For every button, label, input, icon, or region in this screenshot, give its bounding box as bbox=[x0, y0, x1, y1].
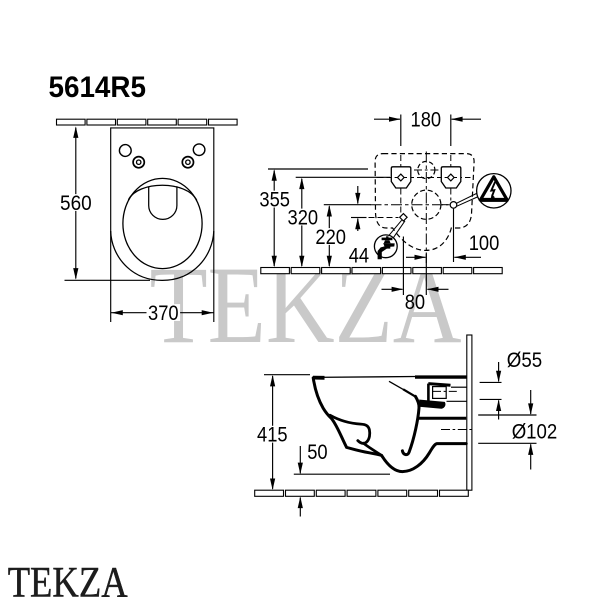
svg-text:180: 180 bbox=[411, 109, 442, 132]
svg-text:220: 220 bbox=[315, 226, 346, 249]
svg-text:50: 50 bbox=[307, 441, 327, 464]
svg-text:320: 320 bbox=[288, 207, 319, 230]
svg-text:TEKZA: TEKZA bbox=[8, 559, 128, 600]
svg-text:560: 560 bbox=[60, 192, 92, 215]
svg-text:355: 355 bbox=[259, 189, 290, 212]
svg-text:370: 370 bbox=[148, 302, 179, 325]
svg-text:44: 44 bbox=[349, 245, 370, 268]
svg-text:80: 80 bbox=[405, 291, 425, 314]
svg-text:Ø102: Ø102 bbox=[512, 420, 558, 443]
svg-text:5614R5: 5614R5 bbox=[49, 71, 147, 104]
svg-text:Ø55: Ø55 bbox=[507, 349, 542, 372]
svg-text:100: 100 bbox=[469, 232, 500, 255]
svg-text:TEKZA: TEKZA bbox=[150, 244, 462, 366]
svg-text:415: 415 bbox=[257, 424, 288, 447]
